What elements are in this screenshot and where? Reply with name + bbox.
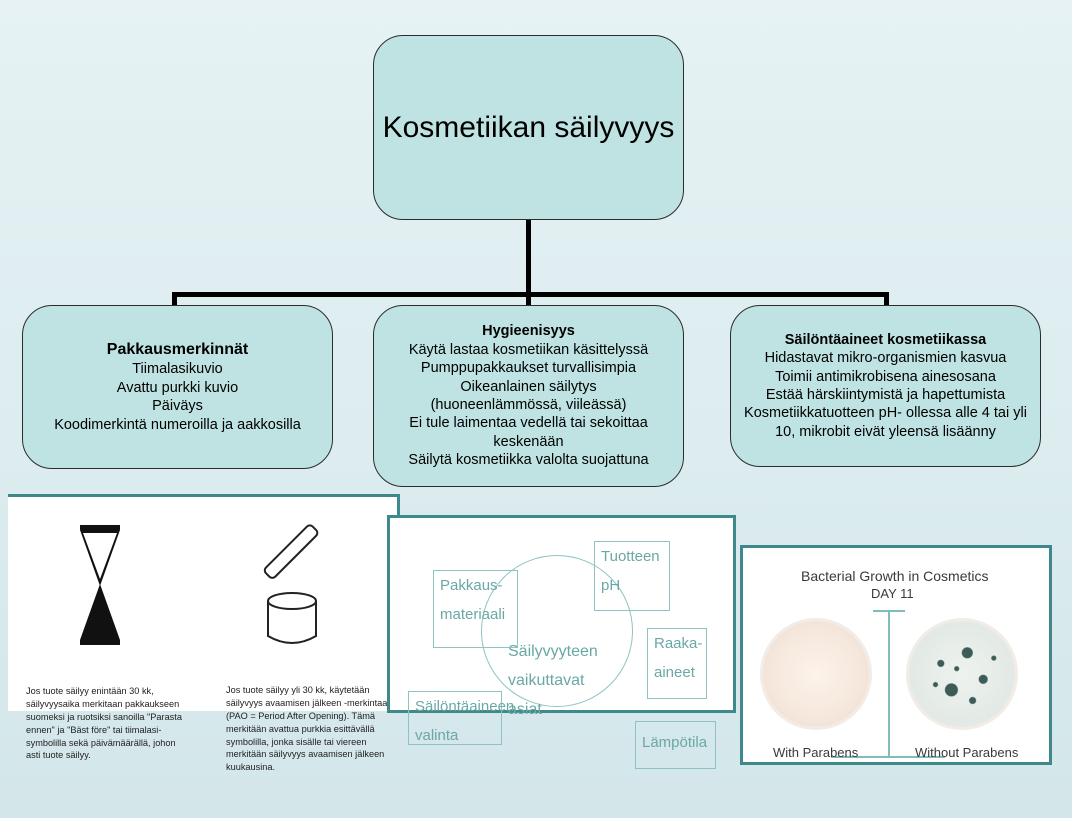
- bacteria-day: DAY 11: [871, 586, 914, 601]
- text-line: asti tuote säilyy.: [26, 750, 91, 761]
- center-line: Säilyvyyteen: [508, 643, 598, 660]
- text-line: symbolilla sekä päivämäärällä, johon: [26, 737, 176, 748]
- node-sailontaaineet: Säilöntäaineet kosmetiikassa Hidastavat …: [730, 305, 1041, 467]
- hourglass-description: Jos tuote säilyy enintään 30 kk, säilyvy…: [26, 685, 216, 762]
- node-line: Ei tule laimentaa vedellä tai sekoittaa: [409, 415, 648, 432]
- factor-line: Säilöntäaineen: [415, 698, 515, 715]
- node-title: Säilöntäaineet kosmetiikassa: [784, 331, 987, 348]
- factors-center-label: Säilyvyyteen vaikuttavat asiat: [508, 638, 598, 724]
- factor-line: Lämpötila: [642, 734, 708, 751]
- double-arrow: [831, 756, 945, 758]
- petri-dish-bacteria-icon: [909, 621, 1015, 727]
- node-line: Käytä lastaa kosmetiikan käsittelyssä: [408, 341, 649, 358]
- factor-line: Pakkaus-: [440, 577, 503, 594]
- node-line: (huoneenlämmössä, viileässä): [430, 397, 627, 413]
- text-line: kuukausina.: [226, 762, 276, 773]
- text-line: ennen" ja "Bäst före" tai tiimalasi-: [26, 724, 162, 735]
- node-line: Oikeanlainen säilytys: [460, 378, 597, 395]
- factor-sailontaaineen-valinta: Säilöntäaineen valinta: [408, 691, 515, 745]
- node-line: Päiväys: [152, 398, 203, 415]
- center-line: asiat: [508, 700, 542, 718]
- node-line: Tiimalasikuvio: [132, 361, 223, 378]
- label-with-parabens: With Parabens: [773, 745, 859, 760]
- factor-lampotila: Lämpötila: [635, 721, 716, 769]
- timeline-tick: [873, 610, 905, 612]
- hourglass-icon: [80, 525, 120, 645]
- factor-raaka-aineet: Raaka- aineet: [647, 628, 707, 699]
- node-line: keskenään: [493, 433, 564, 450]
- node-title: Pakkausmerkinnät: [106, 341, 249, 359]
- text-line: Jos tuote säilyy enintään 30 kk,: [26, 686, 154, 696]
- connector-right: [884, 292, 889, 306]
- connector-vertical-root: [526, 220, 531, 295]
- node-line: Estää härskiintymistä ja hapettumista: [765, 387, 1006, 403]
- factor-pakkausmateriaali: Pakkaus- materiaali: [433, 570, 518, 648]
- node-line: 10, mikrobit eivät yleensä lisäänny: [775, 423, 996, 440]
- label-without-parabens: Without Parabens: [915, 745, 1019, 760]
- node-line: Pumppupakkaukset turvallisimpia: [420, 360, 637, 377]
- panel-top-border: [8, 494, 400, 497]
- factor-tuotteen-ph: Tuotteen pH: [594, 541, 670, 611]
- bacteria-title: Bacterial Growth in Cosmetics: [801, 568, 989, 584]
- bacteria-panel: Bacterial Growth in Cosmetics DAY 11 Wit…: [740, 545, 1052, 765]
- center-line: vaikuttavat: [508, 671, 585, 689]
- connector-center: [526, 292, 531, 306]
- factor-line: pH: [601, 576, 621, 594]
- jar-description: Jos tuote säilyy yli 30 kk, käytetään sä…: [226, 684, 396, 774]
- node-title: Hygieenisyys: [482, 323, 575, 340]
- text-line: suomeksi ja ruotsiksi sanoilla "Parasta: [26, 711, 182, 722]
- node-pakkausmerkinnat: Pakkausmerkinnät Tiimalasikuvio Avattu p…: [22, 305, 333, 469]
- text-line: merkitään säilyvyys avaamisen jälkeen: [226, 749, 385, 760]
- text-line: säilyvyys avaamisen jälkeen -merkintaa: [226, 697, 388, 708]
- node-line: Hidastavat mikro-organismien kasvua: [764, 350, 1007, 367]
- node-line: Toimii antimikrobisena ainesosana: [775, 368, 996, 385]
- factor-line: aineet: [654, 663, 695, 681]
- timeline-line: [888, 610, 890, 758]
- text-line: (PAO = Period After Opening). Tämä: [226, 710, 376, 721]
- node-line: Kosmetiikkatuotteen pH- ollessa alle 4 t…: [744, 405, 1027, 422]
- factors-panel: Säilyvyyteen vaikuttavat asiat Pakkaus- …: [387, 515, 736, 769]
- node-line: Avattu purkki kuvio: [116, 379, 239, 396]
- text-line: Jos tuote säilyy yli 30 kk, käytetään: [226, 685, 370, 695]
- root-node: Kosmetiikan säilyvyys: [373, 35, 684, 220]
- panel-right-border: [397, 494, 400, 516]
- factor-line: valinta: [415, 726, 459, 744]
- root-title: Kosmetiikan säilyvyys: [382, 111, 675, 144]
- node-line: Koodimerkintä numeroilla ja aakkosilla: [54, 416, 301, 433]
- symbols-panel: Jos tuote säilyy enintään 30 kk, säilyvy…: [8, 494, 400, 772]
- text-line: symbolilla, jonka sisälle tai viereen: [226, 736, 367, 747]
- factors-circle: [481, 555, 633, 707]
- connector-left: [172, 292, 177, 306]
- node-hygieenisyys: Hygieenisyys Käytä lastaa kosmetiikan kä…: [373, 305, 684, 487]
- factor-line: Tuotteen: [601, 548, 660, 565]
- open-jar-icon: [254, 516, 324, 656]
- text-line: säilyvyysaika merkitaan pakkaukseen: [26, 698, 180, 709]
- factor-line: Raaka-: [654, 635, 703, 652]
- petri-dish-clean-icon: [763, 621, 869, 727]
- text-line: merkitään avattua purkkia esittävällä: [226, 723, 375, 734]
- node-line: Säilytä kosmetiikka valolta suojattuna: [408, 452, 649, 469]
- factor-line: materiaali: [440, 605, 506, 623]
